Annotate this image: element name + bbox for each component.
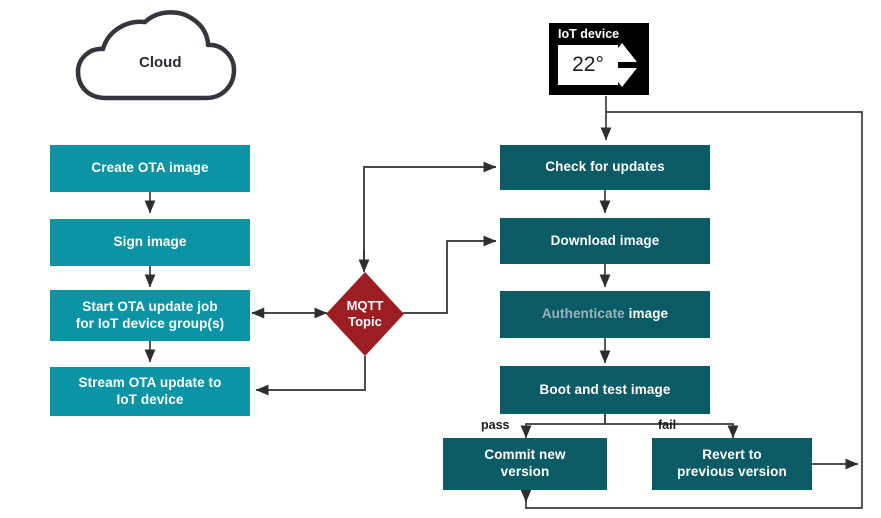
cloud-label: Cloud <box>139 54 182 71</box>
iot-device-widget: IoT device 22° <box>549 23 649 95</box>
cloud-icon <box>75 10 237 101</box>
edge-label-fail: fail <box>658 418 677 432</box>
node-check-for-updates[interactable]: Check for updates <box>500 145 710 190</box>
node-label: Create OTA image <box>91 160 209 176</box>
iot-device-stepper[interactable] <box>605 41 639 89</box>
connector-mqtt-to-stream <box>255 356 366 396</box>
connector-mqtt-to-download <box>403 235 497 314</box>
node-mqtt-topic[interactable] <box>325 271 405 357</box>
triangle-up-icon <box>607 43 637 62</box>
iot-device-reading: 22° <box>558 45 618 85</box>
node-sign-image[interactable]: Sign image <box>50 219 250 266</box>
node-label: Download image <box>550 232 660 248</box>
node-label-word1: Authenticate <box>541 306 625 322</box>
node-authenticate-image[interactable]: Authenticate image <box>500 291 710 338</box>
iot-device-title: IoT device <box>558 27 620 41</box>
connector-boot-fail <box>604 414 739 439</box>
connector-commit-loop-to-check <box>525 111 863 509</box>
node-label-word2: image <box>628 306 669 322</box>
triangle-down-icon <box>607 68 637 87</box>
connector-mqtt-to-check-updates <box>363 161 497 270</box>
node-label: Check for updates <box>545 159 665 175</box>
node-create-ota-image[interactable]: Create OTA image <box>50 145 250 192</box>
node-label: Authenticate image <box>542 306 668 323</box>
connector-boot-pass <box>520 414 606 439</box>
node-label: Sign image <box>113 234 187 250</box>
node-label: Boot and test image <box>539 381 671 397</box>
node-download-image[interactable]: Download image <box>500 218 710 264</box>
edge-label-pass: pass <box>481 418 510 432</box>
node-boot-and-test-image[interactable]: Boot and test image <box>500 366 710 414</box>
